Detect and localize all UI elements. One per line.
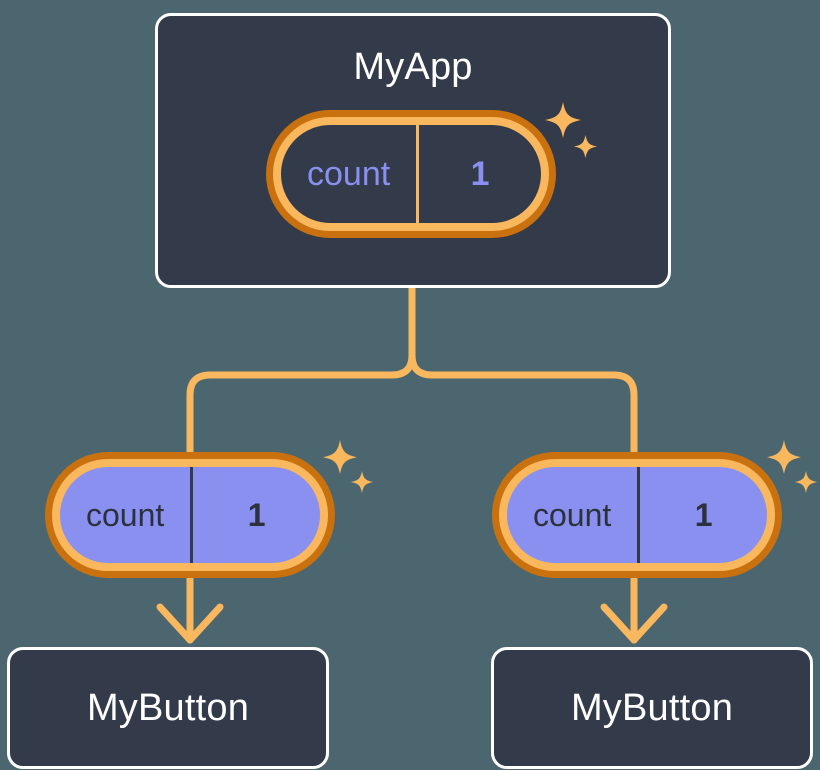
connector-arrowhead-right	[600, 603, 668, 644]
state-value-label: 1	[470, 154, 490, 193]
state-key-label: count	[86, 496, 165, 533]
connector-arrowhead-left	[156, 603, 224, 644]
component-card-mybutton-right[interactable]: MyButton	[491, 647, 813, 769]
state-value: 1	[190, 467, 320, 563]
page-title: MyApp	[353, 46, 473, 88]
state-key: count	[281, 125, 416, 223]
state-pill-inner: count 1	[273, 117, 549, 231]
state-key-label: count	[533, 496, 612, 533]
state-value: 1	[637, 467, 767, 563]
state-pill-left[interactable]: count 1	[45, 452, 335, 578]
state-value: 1	[416, 125, 541, 223]
state-key: count	[507, 467, 637, 563]
state-value-label: 1	[694, 496, 713, 533]
state-pill-inner: count 1	[52, 459, 328, 571]
component-title: MyButton	[86, 686, 250, 729]
state-value-label: 1	[247, 496, 266, 533]
component-card-mybutton-left[interactable]: MyButton	[7, 647, 329, 769]
component-title: MyButton	[570, 686, 734, 729]
state-key-label: count	[307, 154, 391, 193]
state-pill-inner: count 1	[499, 459, 775, 571]
state-pill-right[interactable]: count 1	[492, 452, 782, 578]
state-pill-myapp[interactable]: count 1	[266, 110, 556, 238]
state-key: count	[60, 467, 190, 563]
